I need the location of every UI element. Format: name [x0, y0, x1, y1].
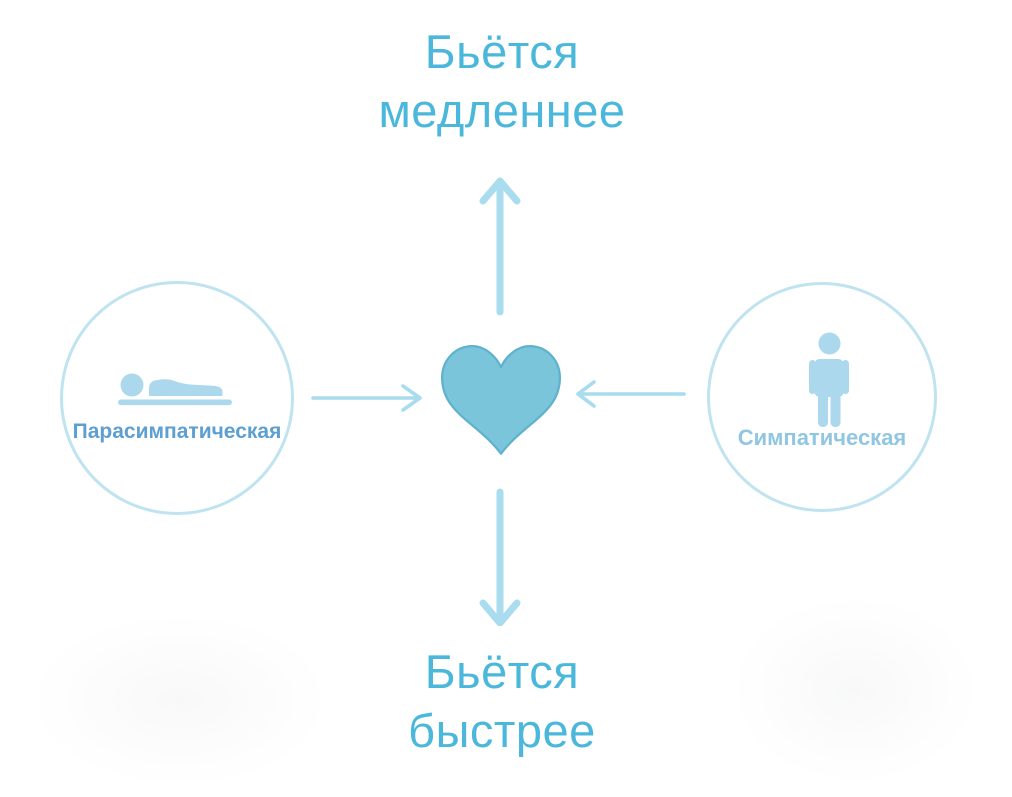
caption-beats-slower: Бьётся медленнее	[292, 22, 712, 140]
sympathetic-node: Симпатическая	[707, 282, 937, 512]
standing-person-icon	[809, 332, 849, 427]
parasympathetic-label: Парасимпатическая	[72, 420, 282, 443]
right-pointing-arrow-icon	[311, 384, 422, 412]
background-smudge-right	[690, 565, 1012, 797]
sympathetic-label: Симпатическая	[737, 425, 907, 450]
down-arrow-icon	[479, 488, 521, 626]
caption-beats-faster-line2: быстрее	[408, 704, 596, 757]
caption-beats-slower-line1: Бьётся	[424, 25, 580, 78]
heart-icon	[441, 345, 561, 455]
parasympathetic-node: Парасимпатическая	[60, 281, 294, 515]
caption-beats-slower-line2: медленнее	[378, 84, 626, 137]
caption-beats-faster-line1: Бьётся	[424, 645, 580, 698]
left-pointing-arrow-icon	[576, 380, 686, 408]
lying-person-icon	[118, 373, 232, 406]
caption-beats-faster: Бьётся быстрее	[292, 642, 712, 760]
up-arrow-icon	[479, 177, 521, 316]
